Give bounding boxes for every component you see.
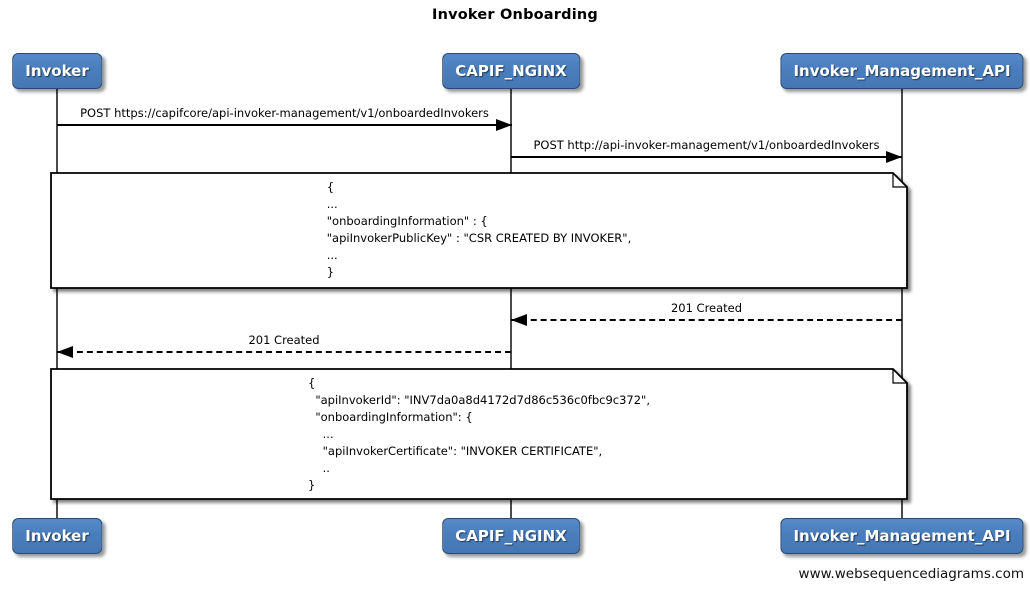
message-line <box>511 319 902 321</box>
arrowhead-right-icon <box>886 151 902 163</box>
actor-capif-nginx-top: CAPIF_NGINX <box>442 53 580 89</box>
message-line <box>57 351 511 353</box>
watermark-websequencediagrams: www.websequencediagrams.com <box>798 566 1024 582</box>
message-line <box>57 124 512 126</box>
actor-capif-nginx-bottom: CAPIF_NGINX <box>442 518 580 554</box>
note-text: { ... "onboardingInformation" : { "apiIn… <box>326 180 632 279</box>
message-201-created-to-invoker: 201 Created <box>57 333 511 359</box>
message-line <box>511 156 902 158</box>
message-label: 201 Created <box>670 301 743 315</box>
arrowhead-right-icon <box>496 119 512 131</box>
actor-invoker-bottom: Invoker <box>12 518 102 554</box>
actor-invoker-management-api-top: Invoker_Management_API <box>780 53 1024 89</box>
note-text-wrap: { "apiInvokerId": "INV7da0a8d4172d7d86c5… <box>50 368 908 500</box>
note-onboarding-request-body: { ... "onboardingInformation" : { "apiIn… <box>50 172 908 289</box>
arrowhead-left-icon <box>511 314 527 326</box>
note-text: { "apiInvokerId": "INV7da0a8d4172d7d86c5… <box>308 376 650 492</box>
lifeline-invoker-management-api <box>901 88 903 519</box>
actor-invoker-management-api-bottom: Invoker_Management_API <box>780 518 1024 554</box>
actor-invoker-top: Invoker <box>12 53 102 89</box>
message-label: POST https://capifcore/api-invoker-manag… <box>80 106 489 120</box>
note-shape <box>50 172 908 289</box>
lifeline-capif-nginx <box>510 88 512 519</box>
message-post-onboarded-invokers: POST https://capifcore/api-invoker-manag… <box>57 106 512 132</box>
note-shape <box>50 368 908 500</box>
note-text-wrap: { ... "onboardingInformation" : { "apiIn… <box>50 172 908 289</box>
arrowhead-left-icon <box>57 346 73 358</box>
note-onboarding-response-body: { "apiInvokerId": "INV7da0a8d4172d7d86c5… <box>50 368 908 500</box>
message-201-created-to-nginx: 201 Created <box>511 301 902 327</box>
message-post-forward: POST http://api-invoker-management/v1/on… <box>511 138 902 164</box>
message-label: 201 Created <box>248 333 320 347</box>
diagram-title: Invoker Onboarding <box>432 7 598 23</box>
lifeline-invoker <box>56 88 58 519</box>
message-label: POST http://api-invoker-management/v1/on… <box>533 138 880 152</box>
